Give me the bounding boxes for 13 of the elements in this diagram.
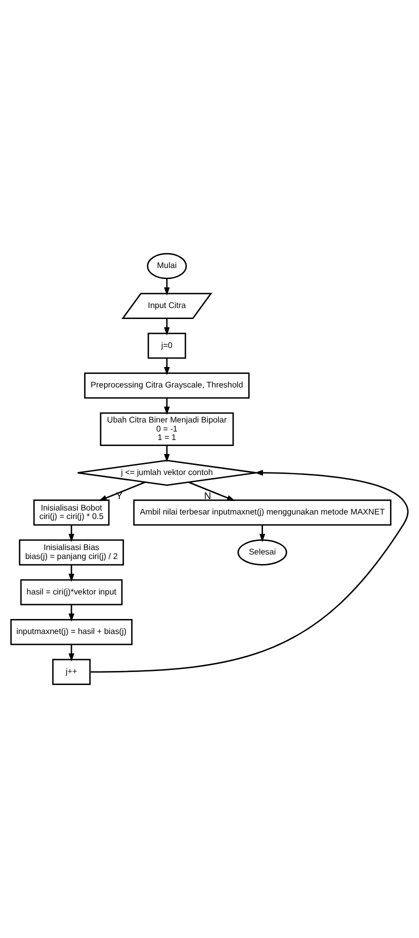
arrow [164,318,170,336]
edge-label: N [204,490,212,502]
arrow [68,525,74,542]
arrow [90,470,409,673]
arrow [164,445,170,462]
arrow [259,525,266,542]
arrow [164,358,170,376]
arrow [68,564,74,582]
arrow [188,482,236,502]
arrow [68,604,74,622]
arrow [68,644,74,662]
arrow [164,398,170,415]
arrow [164,278,170,296]
